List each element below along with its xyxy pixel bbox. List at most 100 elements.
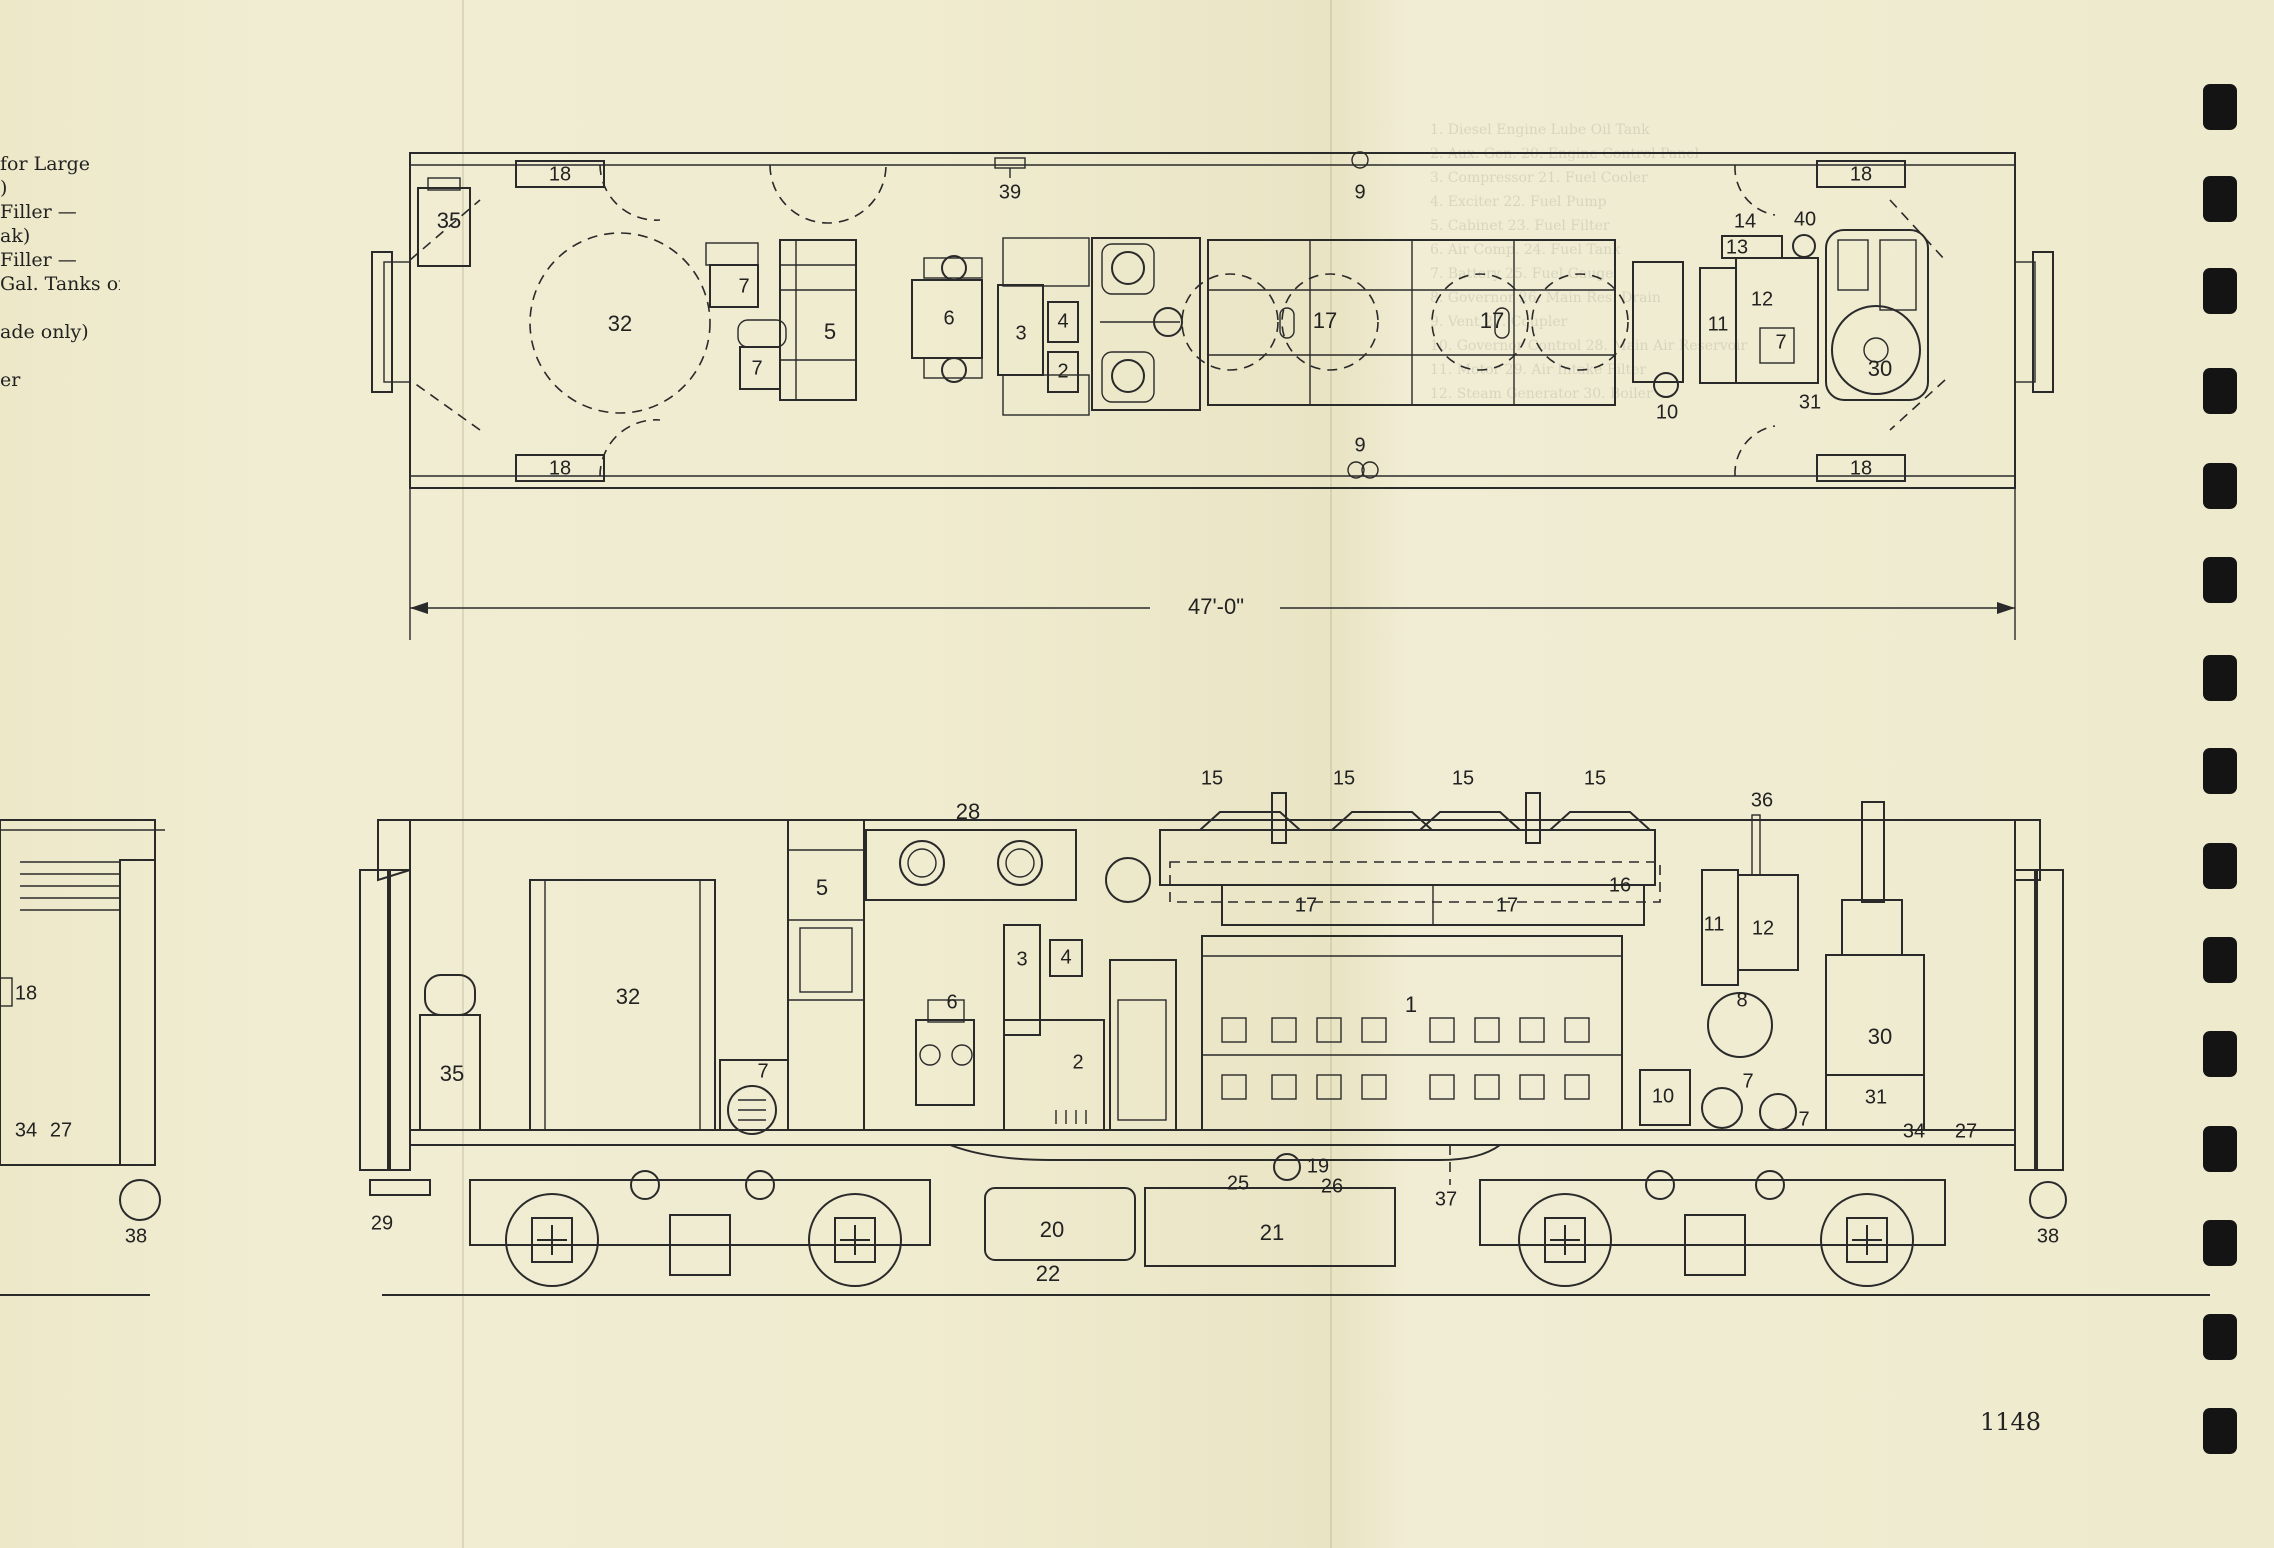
page-number: 1148 [1980,1408,2042,1436]
label-37: 37 [1435,1188,1457,1210]
plan-exciter [1047,301,1079,343]
elev-blower-housing [1109,959,1177,1131]
door-swing [1734,164,1776,216]
bleed-through-text: 8. Governor 26. Main Res. Drain [1430,290,1661,306]
label-4: 4 [1057,310,1068,332]
label-38: 38 [2037,1225,2059,1247]
label-39: 39 [999,181,1021,203]
label-7: 7 [1742,1070,1753,1092]
label-28: 28 [956,799,980,824]
binder-hole [2203,655,2237,701]
bleed-through-text: 6. Air Comp. 24. Fuel Tank [1430,242,1621,258]
rear-truck [1479,1170,1946,1287]
plan-steam-generator [1735,257,1819,384]
door-swing [599,419,661,477]
label-9: 9 [1354,181,1365,203]
binder-hole [2203,1220,2237,1266]
bleed-through-text: 10. Governor Control 28. Main Air Reserv… [1430,338,1748,354]
plan-tank [529,232,711,414]
label-30: 30 [1868,1024,1892,1049]
label-34: 34 [15,1119,37,1141]
binder-hole [2203,1126,2237,1172]
binder-hole [2203,1314,2237,1360]
plan-gauge [1792,234,1816,258]
label-4: 4 [1060,946,1071,968]
label-3: 3 [1016,948,1027,970]
front-truck [469,1170,931,1287]
elev-fuel-tank [1144,1187,1396,1267]
label-22: 22 [1036,1261,1060,1286]
label-7: 7 [757,1060,768,1082]
plan-cabinet [779,239,857,401]
plan-boiler [1825,229,1929,401]
binder-hole [2203,557,2237,603]
label-7: 7 [1798,1108,1809,1130]
elev-tank [529,879,716,1131]
label-40: 40 [1794,208,1816,230]
door-swing [409,199,481,431]
bleed-through-text: 11. Motor 29. Air Intake Filter [1430,362,1647,378]
page-fold-left [462,0,464,1548]
margin-line: ade only) [0,321,89,343]
bleed-through-text: 5. Cabinet 23. Fuel Filter [1430,218,1610,234]
elev-fan-deck [1159,829,1656,886]
label-3: 3 [1015,322,1026,344]
label-18: 18 [15,982,37,1004]
label-30: 30 [1868,356,1892,381]
diaphragm-rear [2032,251,2054,393]
label-6: 6 [946,991,957,1013]
label-12: 12 [1751,288,1773,310]
binder-hole [2203,1031,2237,1077]
elev-governor-wheel [1707,992,1773,1058]
label-15: 15 [1452,767,1474,789]
label-17: 17 [1313,308,1337,333]
bleed-through-text: 12. Steam Generator 30. Boiler [1430,386,1653,402]
margin-line: ak) [0,225,31,247]
label-15: 15 [1584,767,1606,789]
label-18: 18 [549,163,571,185]
binder-hole [2203,368,2237,414]
label-26: 26 [1321,1175,1343,1197]
label-34: 34 [1903,1120,1925,1142]
plan-body-outline [409,152,2016,489]
label-32: 32 [616,984,640,1009]
label-2: 2 [1057,360,1068,382]
bleed-through-text: 7. Battery 25. Fuel Gauge [1430,266,1614,282]
diaphragm-front [371,251,393,393]
rear-diaphragm [2014,869,2038,1171]
binder-hole [2203,463,2237,509]
elev-water-tank [984,1187,1136,1261]
label-10: 10 [1652,1085,1674,1107]
elevation-body [409,819,2016,1146]
binder-hole [2203,1408,2237,1454]
dimension-label: 47'-0" [1188,594,1244,619]
label-5: 5 [824,319,836,344]
elev-exciter [1049,939,1083,977]
plan-governor [1653,372,1679,398]
plan-box-18 [1816,454,1906,482]
door-swing [1734,425,1776,477]
engine-cylinder-doors [1221,1017,1590,1100]
label-6: 6 [943,307,954,329]
binder-hole [2203,748,2237,794]
label-14: 14 [1734,210,1756,232]
elev-governor [1639,1069,1691,1126]
margin-line: Filler — [0,201,77,223]
elev-oil-tank [1825,1074,1925,1131]
margin-line: for Large [0,153,91,175]
elev-aux-gen [1003,1019,1105,1131]
margin-line: er [0,369,21,391]
elevation-view: 18 34 27 38 35 32 [0,767,2210,1296]
label-35: 35 [440,1061,464,1086]
label-19: 19 [1307,1155,1329,1177]
plan-view: 35 18 18 18 18 32 7 7 5 [371,151,2054,489]
label-18: 18 [1850,457,1872,479]
label-36: 36 [1751,789,1773,811]
dimension-line: 47'-0" [409,488,2016,640]
elev-cabinet [787,819,865,1131]
binder-hole [2203,843,2237,889]
elev-generator [1003,924,1041,1036]
plan-end-frame [1632,261,1684,383]
